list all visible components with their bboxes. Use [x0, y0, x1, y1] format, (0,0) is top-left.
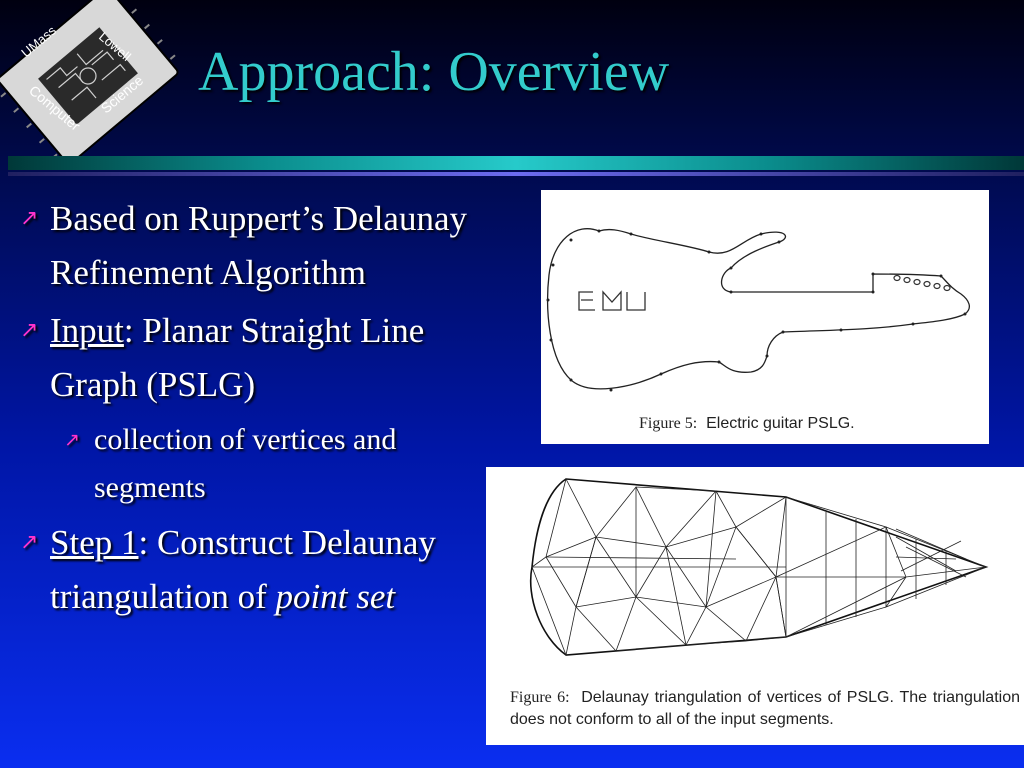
arrow-bullet-icon: ↗ [20, 206, 39, 231]
bullet-emphasis: point set [275, 577, 396, 616]
bullet-label: Step 1 [50, 523, 139, 562]
guitar-outline-drawing [546, 228, 971, 392]
bullet-item: ↗ Based on Ruppert’s Delaunay Refinement… [14, 192, 484, 300]
figure-5-caption-text: Electric guitar PSLG. [706, 415, 855, 432]
title-divider-thin [8, 172, 1024, 176]
slide-title: Approach: Overview [198, 41, 670, 103]
bullet-text: : Construct Delaunay triangulation of [50, 523, 436, 616]
bullet-label: Input [50, 311, 124, 350]
figure-5-caption: Figure 5: Electric guitar PSLG. [639, 415, 855, 433]
figure-6-label: Figure 6: [510, 689, 570, 706]
figure-guitar-pslg: Figure 5: Electric guitar PSLG. [541, 190, 989, 444]
bullet-text: Based on Ruppert’s Delaunay Refinement A… [50, 199, 467, 292]
title-divider [8, 156, 1024, 170]
arrow-bullet-icon: ↗ [64, 429, 80, 451]
figure-6-caption-text: Delaunay triangulation of vertices of PS… [510, 689, 1020, 728]
sub-bullet-item: ↗ collection of vertices and segments [58, 416, 484, 512]
figure-5-label: Figure 5: [639, 415, 698, 432]
arrow-bullet-icon: ↗ [20, 530, 39, 555]
bullet-item: ↗ Input: Planar Straight Line Graph (PSL… [14, 304, 484, 412]
figure-6-caption: Figure 6: Delaunay triangulation of vert… [510, 687, 1020, 731]
bullet-text: collection of vertices and segments [94, 423, 397, 504]
bullet-text: : Planar Straight Line Graph (PSLG) [50, 311, 425, 404]
arrow-bullet-icon: ↗ [20, 318, 39, 343]
umass-lowell-cs-logo: Lowell UMass Computer Science [0, 0, 179, 160]
figure-delaunay-triangulation: Figure 6: Delaunay triangulation of vert… [486, 467, 1024, 745]
bullet-list: ↗ Based on Ruppert’s Delaunay Refinement… [14, 192, 484, 624]
bullet-item: ↗ Step 1: Construct Delaunay triangulati… [14, 516, 484, 624]
triangulation-drawing [529, 478, 989, 656]
